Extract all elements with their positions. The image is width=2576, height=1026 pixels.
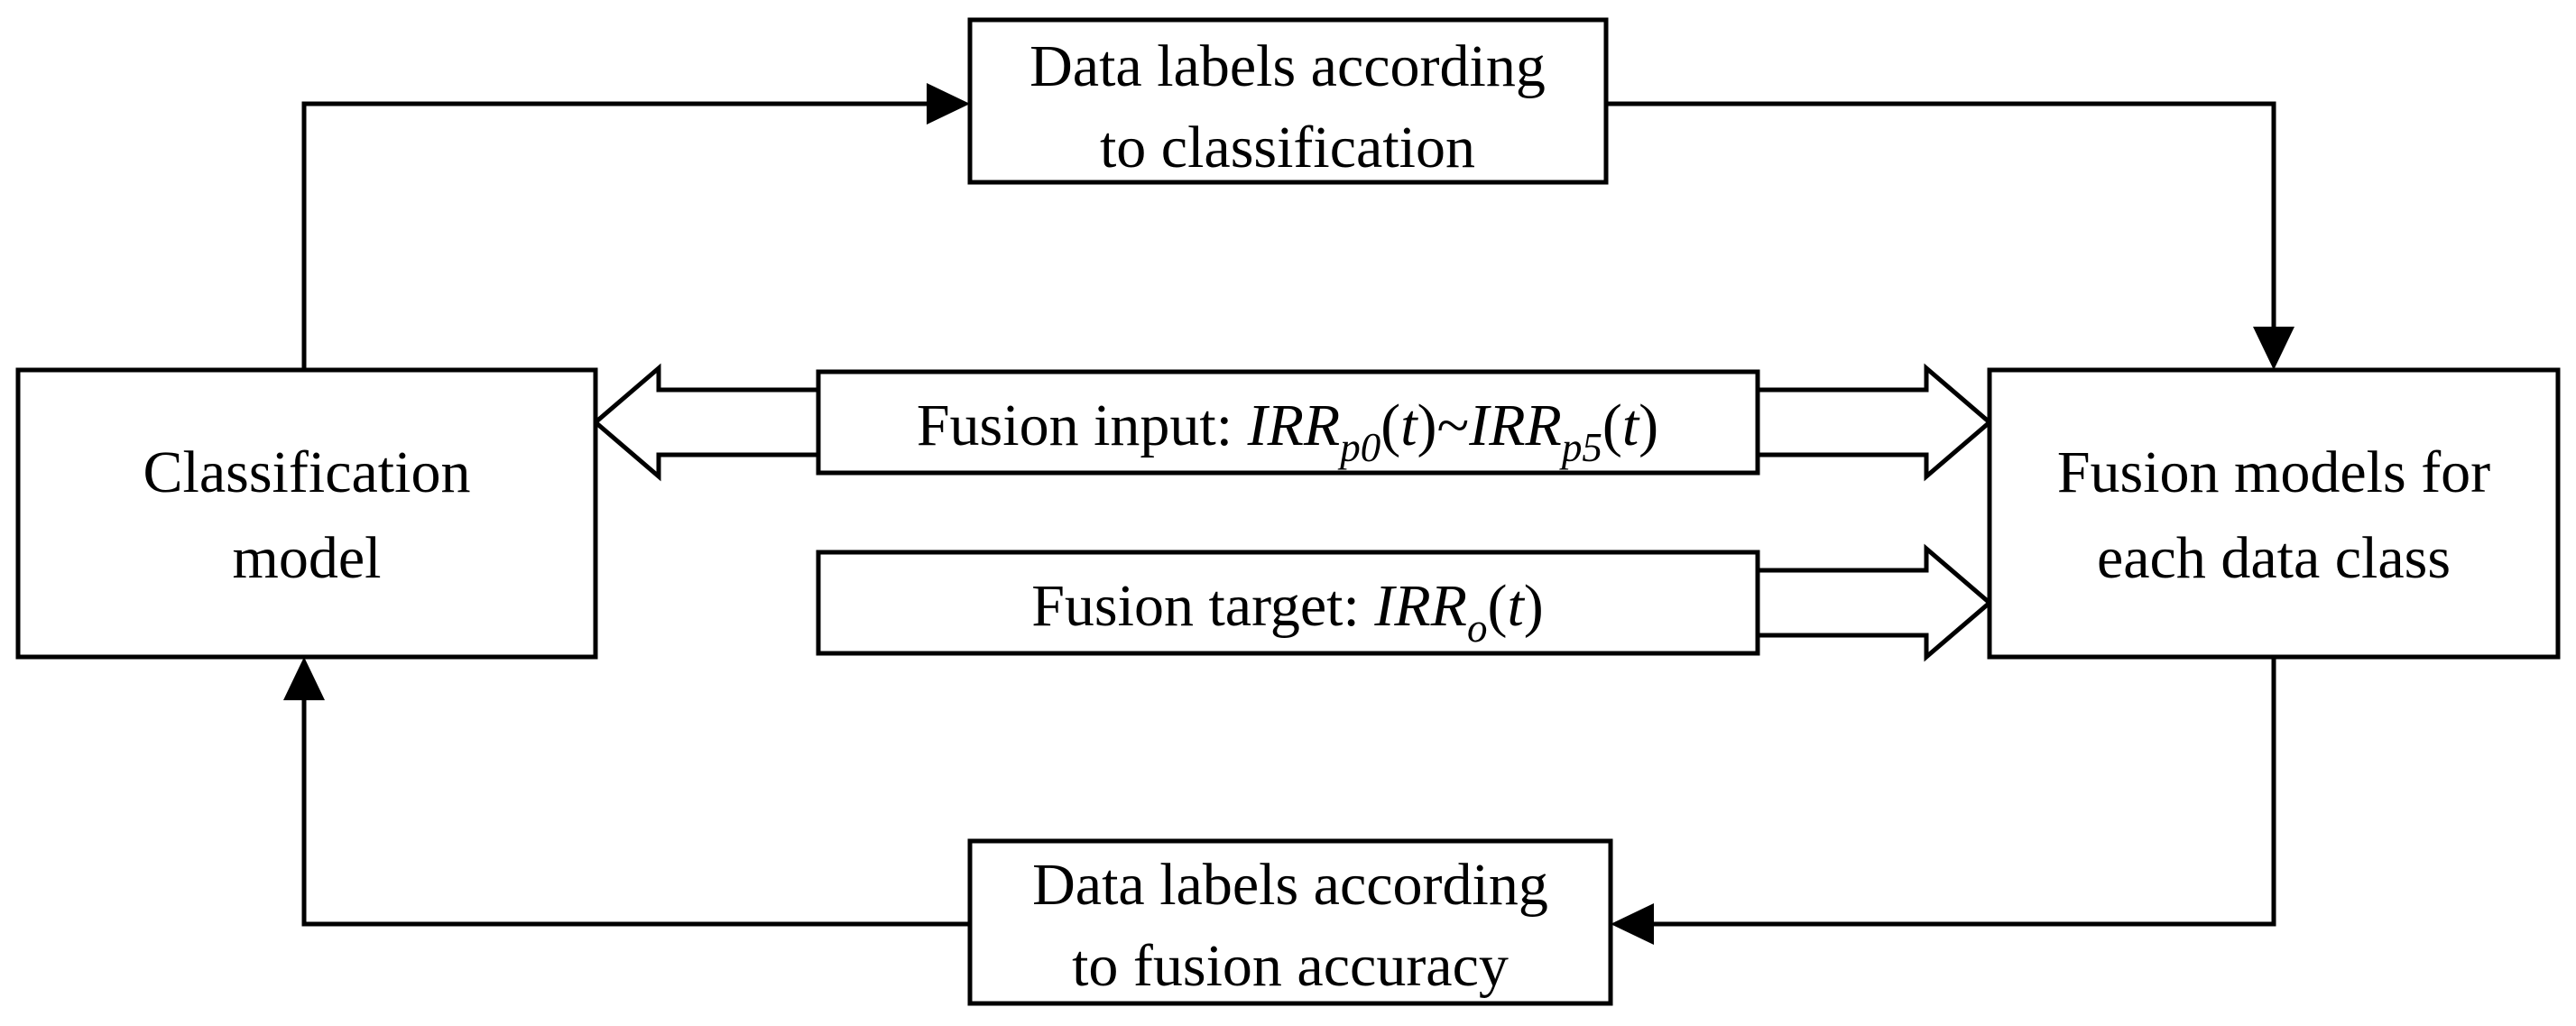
connector-fusion-models-to-accuracy-labels [1638,657,2276,927]
arrowhead-into-labels-accuracy [1611,903,1654,945]
fusion-input-close-2: ) [1639,393,1658,458]
classification-model-line-2: model [233,525,382,591]
fusion-input-open-1: ( [1380,393,1400,458]
fusion-models-line-2: each data class [2097,525,2451,591]
fusion-input-open-2: ( [1602,393,1622,458]
labels-accuracy-box [967,838,1613,1006]
labels-classification-box [967,17,1609,185]
fusion-target-prefix: Fusion target: [1031,573,1374,639]
fusion-input-var-1: IRR [1247,393,1341,458]
fusion-input-box [816,369,1760,476]
connector-labels-to-fusion-models [1606,101,2276,343]
connector-classification-to-labels [301,101,943,370]
fusion-target-t: t [1507,573,1525,639]
fusion-target-label: Fusion target: IRRo(t) [1031,573,1544,651]
fusion-input-var-2: IRR [1468,393,1562,458]
fusion-target-sub: o [1467,605,1488,651]
fusion-input-label: Fusion input: IRRp0(t)~IRRp5(t) [917,393,1658,470]
fusion-target-var: IRR [1373,573,1467,639]
labels-classification-line-2: to classification [1100,115,1475,180]
fusion-input-sub-2: p5 [1559,425,1602,470]
fusion-target-open: ( [1487,573,1507,639]
classification-model-line-1: Classification [143,439,471,505]
hollow-arrow-input-to-fusion-models [1755,363,1993,482]
fusion-models-line-1: Fusion models for [2057,439,2490,505]
fusion-target-close: ) [1524,573,1544,639]
hollow-arrow-input-to-classification [592,363,821,482]
labels-accuracy-line-1: Data labels according [1032,852,1548,918]
fusion-input-sub-1: p0 [1337,425,1380,470]
fusion-target-box [816,550,1760,656]
labels-classification-line-1: Data labels according [1029,33,1546,99]
connector-accuracy-labels-to-classification [301,686,970,927]
fusion-input-t-2: t [1622,393,1640,458]
arrowhead-into-classification-model [283,657,325,700]
classification-model-box [15,367,598,660]
arrowhead-into-labels-classification [927,83,970,125]
fusion-input-close-1: ) [1417,393,1437,458]
arrowhead-into-fusion-models [2253,327,2294,370]
fusion-input-prefix: Fusion input: [917,393,1248,458]
fusion-input-t-1: t [1400,393,1418,458]
hollow-arrow-target-to-fusion-models [1755,543,1993,662]
fusion-input-tilde: ~ [1437,393,1470,458]
fusion-models-box [1987,367,2561,660]
labels-accuracy-line-2: to fusion accuracy [1072,933,1509,999]
